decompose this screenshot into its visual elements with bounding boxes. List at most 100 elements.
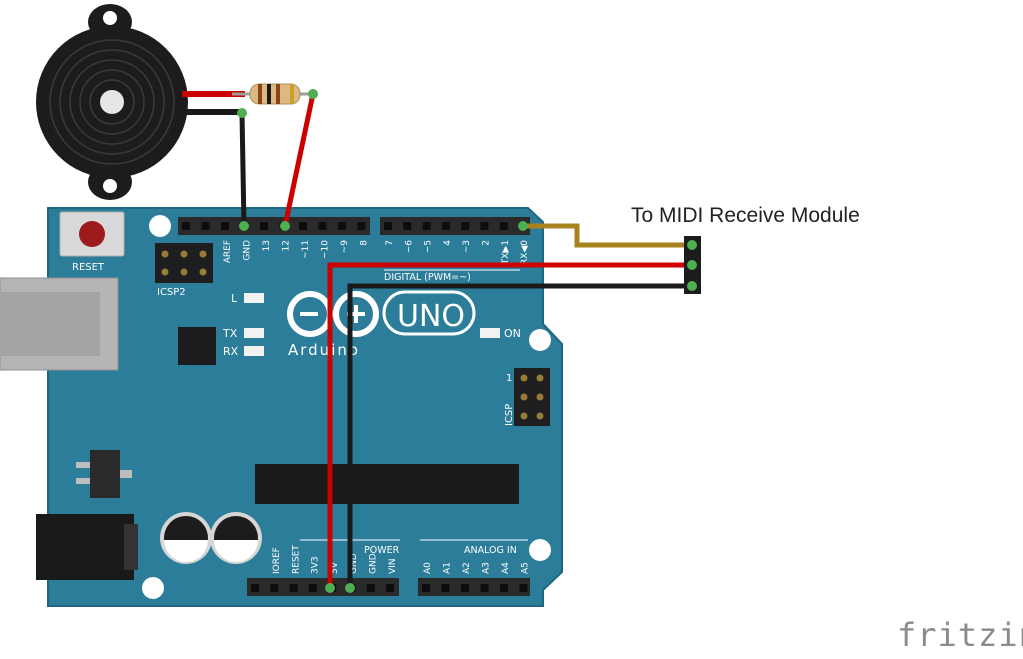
led-tx-label: TX — [222, 327, 238, 340]
voltage-regulator — [76, 450, 132, 498]
pin-hole — [289, 584, 298, 592]
wire-buzzer-gnd — [239, 112, 247, 227]
icsp2-header — [155, 243, 213, 283]
pin-label: A1 — [443, 562, 453, 574]
pin-hole — [338, 222, 346, 230]
wire-5v-to-midi — [327, 262, 692, 588]
pin-hole — [480, 222, 489, 230]
pin-hole — [403, 222, 412, 230]
pin-label: 13 — [262, 240, 272, 251]
pin-hole — [519, 584, 528, 592]
pin-label: A3 — [482, 562, 492, 574]
led-on — [480, 328, 500, 338]
pin-label: AREF — [223, 240, 233, 263]
pin-label: ~6 — [404, 240, 414, 254]
pin-label: A2 — [462, 562, 472, 574]
usb-chip — [178, 327, 216, 365]
mounting-hole — [529, 539, 551, 561]
wire-end — [239, 221, 249, 231]
pin-label: A0 — [423, 562, 433, 574]
pin-label: ~11 — [301, 240, 311, 259]
icsp-label: ICSP — [504, 404, 515, 426]
pin-label: ~10 — [321, 240, 331, 259]
led-rx-label: RX — [223, 345, 239, 358]
pin-hole — [461, 584, 469, 592]
analog-header — [418, 578, 530, 596]
mounting-hole — [142, 577, 164, 599]
pin-hole — [384, 222, 392, 230]
pin-label: TX▶1 — [501, 240, 511, 265]
pin-label: RESET — [291, 545, 301, 574]
icsp-header — [514, 368, 550, 426]
pin-hole — [270, 584, 279, 592]
capacitor — [210, 512, 262, 564]
led-rx — [244, 346, 264, 356]
pin-hole — [366, 584, 375, 592]
piezo-buzzer — [36, 4, 188, 200]
wire-end — [345, 583, 355, 593]
digital-header-right — [380, 217, 530, 235]
pin-label: 4 — [443, 240, 453, 246]
pin-label: IOREF — [272, 547, 282, 574]
led-l-label: L — [231, 292, 238, 305]
resistor — [232, 83, 312, 105]
pin-hole — [441, 222, 450, 230]
pin-label: GND — [369, 553, 379, 574]
wire-end — [518, 221, 528, 231]
uno-logo-text: UNO — [397, 299, 465, 334]
pin-labels: AREF GND 13 12 ~11 ~10 ~9 8 7 ~6 ~5 4 ~3 2 TX▶1 RX◀0IOR… — [223, 240, 531, 574]
midi-connector-header — [684, 236, 701, 294]
pin-hole — [251, 584, 259, 592]
pin-label: A5 — [521, 562, 531, 574]
pin-label: ~5 — [424, 240, 434, 253]
pin-label: VIN — [388, 558, 398, 574]
pin-label: ~9 — [340, 240, 350, 254]
led-on-label: ON — [504, 327, 521, 340]
led-l — [244, 293, 264, 303]
pin-hole — [500, 584, 508, 592]
wire-tx-to-midi — [523, 223, 692, 248]
pin-label: 7 — [385, 240, 395, 246]
pin-label: 8 — [360, 240, 370, 246]
pin-label: ~3 — [462, 240, 472, 253]
pin-hole — [299, 222, 307, 230]
fritzing-watermark: fritzing — [897, 616, 1023, 654]
wires — [239, 93, 692, 588]
power-header — [247, 578, 399, 596]
midi-module-annotation: To MIDI Receive Module — [631, 204, 860, 227]
mounting-hole — [149, 215, 171, 237]
wire-end — [308, 89, 318, 99]
led-tx — [244, 328, 264, 338]
pin-label: RX◀0 — [520, 240, 530, 265]
board-outline — [47, 207, 563, 607]
power-jack — [36, 514, 134, 580]
arduino-uno-board: RESET ICSP2 L TX RX ON UNO Arduino — [0, 207, 563, 607]
icsp-pin1-label: 1 — [506, 373, 512, 384]
analog-label: ANALOG IN — [464, 545, 517, 556]
reset-label: RESET — [72, 262, 105, 273]
pin-hole — [499, 222, 508, 230]
pin-hole — [422, 584, 430, 592]
pin-hole — [480, 584, 489, 592]
wire-resistor-pin12 — [282, 93, 316, 227]
pin-hole — [386, 584, 395, 592]
digital-label: DIGITAL (PWM=~) — [384, 272, 471, 283]
pin-label: A4 — [501, 562, 511, 574]
pin-label: 3V3 — [311, 556, 321, 574]
pin-hole — [221, 222, 229, 230]
pin-label: 12 — [282, 240, 292, 251]
pin-hole — [182, 222, 190, 230]
wire-end — [325, 583, 335, 593]
capacitor — [160, 512, 212, 564]
reset-button-cap — [79, 221, 105, 247]
mounting-hole — [529, 329, 551, 351]
microcontroller — [255, 464, 519, 504]
pin-label: 2 — [482, 240, 492, 246]
pin-hole — [357, 222, 366, 230]
wire-gnd-to-midi — [347, 283, 692, 588]
digital-header-left — [178, 217, 370, 235]
power-label: POWER — [364, 545, 400, 556]
pin-label: GND — [349, 553, 359, 574]
icsp2-label: ICSP2 — [157, 287, 186, 298]
